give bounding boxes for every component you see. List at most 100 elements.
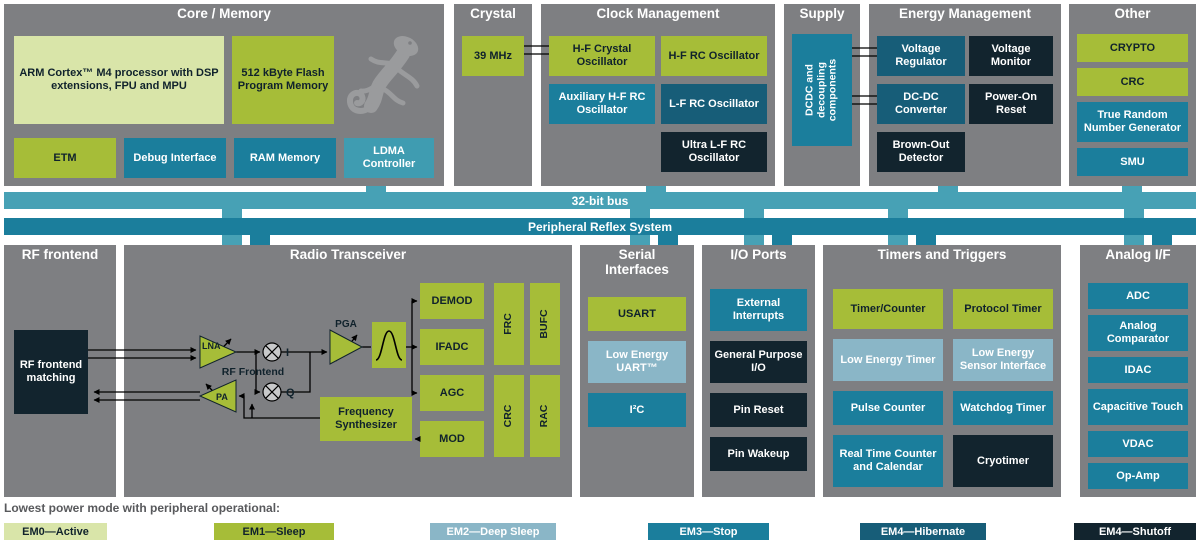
bus-connector (938, 186, 958, 192)
panel-title-analog-if: Analog I/F (1105, 247, 1171, 262)
panel-radio-transceiver: Radio Transceiver DEMOD IFADC AGC MOD FR… (124, 245, 572, 497)
block-capacitive-touch: Capacitive Touch (1088, 389, 1188, 425)
block-lf-rc-oscillator: L-F RC Oscillator (661, 84, 767, 124)
bus-connector (1124, 235, 1144, 245)
panel-title-core-memory: Core / Memory (177, 6, 271, 21)
block-voltage-regulator: Voltage Regulator (877, 36, 965, 76)
panel-title-timers-triggers: Timers and Triggers (877, 247, 1007, 262)
prs-connector (658, 235, 678, 245)
block-rf-frontend-matching: RF frontend matching (14, 330, 88, 414)
block-dcdc-decoupling-label: DCDC and decoupling components (803, 58, 839, 122)
panel-io-ports: I/O Ports External Interrupts General Pu… (702, 245, 815, 497)
block-ifadc: IFADC (420, 329, 484, 365)
bus-connector (744, 209, 764, 218)
prs-connector (772, 235, 792, 245)
panel-energy-management: Energy Management Voltage Regulator Volt… (869, 4, 1061, 186)
panel-core-memory: Core / Memory ARM Cortex™ M4 processor w… (4, 4, 444, 186)
block-hf-crystal-oscillator: H-F Crystal Oscillator (549, 36, 655, 76)
block-pin-wakeup: Pin Wakeup (710, 437, 807, 471)
block-smu: SMU (1077, 148, 1188, 176)
block-radio-crc: CRC (494, 375, 524, 457)
block-auxiliary-hf-rc-oscillator: Auxiliary H-F RC Oscillator (549, 84, 655, 124)
panel-title-clock-management: Clock Management (596, 6, 720, 21)
block-voltage-monitor: Voltage Monitor (969, 36, 1053, 76)
block-frequency-synthesizer: Frequency Synthesizer (320, 397, 412, 441)
panel-title-crystal: Crystal (470, 6, 516, 21)
block-pin-reset: Pin Reset (710, 393, 807, 427)
bus-connector (888, 235, 908, 245)
block-external-interrupts: External Interrupts (710, 289, 807, 331)
prs-connector (250, 235, 270, 245)
legend-em1-sleep: EM1—Sleep (214, 523, 334, 540)
panel-title-supply: Supply (799, 6, 845, 21)
block-pulse-counter: Pulse Counter (833, 391, 943, 425)
block-mod: MOD (420, 421, 484, 457)
bus-32bit-label: 32-bit bus (571, 193, 629, 208)
block-power-on-reset: Power-On Reset (969, 84, 1053, 124)
block-radio-crc-label: CRC (502, 404, 515, 428)
bus-connector (888, 209, 908, 218)
bus-connector (630, 235, 650, 245)
block-watchdog-timer: Watchdog Timer (953, 391, 1053, 425)
panel-other: Other CRYPTO CRC True Random Number Gene… (1069, 4, 1196, 186)
panel-crystal: Crystal 39 MHz (454, 4, 532, 186)
block-cryotimer: Cryotimer (953, 435, 1053, 487)
block-frc: FRC (494, 283, 524, 365)
panel-title-rf-frontend: RF frontend (21, 247, 99, 262)
block-low-energy-sensor-interface: Low Energy Sensor Interface (953, 339, 1053, 381)
legend-caption: Lowest power mode with peripheral operat… (4, 501, 281, 515)
block-usart: USART (588, 297, 686, 331)
legend-em4-hibernate: EM4—Hibernate (860, 523, 986, 540)
block-demod: DEMOD (420, 283, 484, 319)
block-low-energy-timer: Low Energy Timer (833, 339, 943, 381)
block-ultra-lf-rc-oscillator: Ultra L-F RC Oscillator (661, 132, 767, 172)
legend-em3-stop: EM3—Stop (648, 523, 769, 540)
bus-connector (646, 186, 666, 192)
bus-connector (222, 235, 242, 245)
bus-prs-label: Peripheral Reflex System (527, 219, 673, 234)
block-vdac: VDAC (1088, 431, 1188, 457)
bus-connector (366, 186, 386, 192)
block-frc-label: FRC (502, 313, 515, 335)
block-ram-memory: RAM Memory (234, 138, 336, 178)
prs-connector (916, 235, 936, 245)
block-arm-cortex-m4: ARM Cortex™ M4 processor with DSP extens… (14, 36, 224, 124)
legend-em0-active: EM0—Active (4, 523, 107, 540)
block-bufc-label: BUFC (538, 309, 551, 339)
block-dcdc-converter: DC-DC Converter (877, 84, 965, 124)
block-i2c: I²C (588, 393, 686, 427)
panel-rf-frontend: RF frontend RF frontend matching (4, 245, 116, 497)
block-rac: RAC (530, 375, 560, 457)
panel-analog-if: Analog I/F ADC Analog Comparator IDAC Ca… (1080, 245, 1196, 497)
block-true-random-number-generator: True Random Number Generator (1077, 102, 1188, 142)
panel-title-serial-interfaces: Serial Interfaces (605, 247, 669, 277)
block-low-energy-uart: Low Energy UART™ (588, 341, 686, 383)
panel-clock-management: Clock Management H-F Crystal Oscillator … (541, 4, 775, 186)
block-crypto: CRYPTO (1077, 34, 1188, 62)
block-analog-comparator: Analog Comparator (1088, 315, 1188, 351)
block-brown-out-detector: Brown-Out Detector (877, 132, 965, 172)
block-hf-rc-oscillator: H-F RC Oscillator (661, 36, 767, 76)
legend-em2-deep-sleep: EM2—Deep Sleep (430, 523, 556, 540)
legend-em4-shutoff: EM4—Shutoff (1074, 523, 1196, 540)
block-39mhz-crystal: 39 MHz (462, 36, 524, 76)
panel-title-radio-transceiver: Radio Transceiver (289, 247, 407, 262)
bus-connector (222, 209, 242, 218)
block-debug-interface: Debug Interface (124, 138, 226, 178)
panel-title-other: Other (1114, 6, 1151, 21)
bus-connector (744, 235, 764, 245)
panel-title-io-ports: I/O Ports (730, 247, 787, 262)
block-real-time-counter-calendar: Real Time Counter and Calendar (833, 435, 943, 487)
block-agc: AGC (420, 375, 484, 411)
block-bufc: BUFC (530, 283, 560, 365)
panel-serial-interfaces: Serial Interfaces USART Low Energy UART™… (580, 245, 694, 497)
block-general-purpose-io: General Purpose I/O (710, 341, 807, 383)
block-protocol-timer: Protocol Timer (953, 289, 1053, 329)
block-ldma-controller: LDMA Controller (344, 138, 434, 178)
bus-connector (1122, 186, 1142, 192)
panel-supply: Supply DCDC and decoupling components (784, 4, 860, 186)
block-op-amp: Op-Amp (1088, 463, 1188, 489)
panel-title-energy-management: Energy Management (898, 6, 1032, 21)
bus-connector (1124, 209, 1144, 218)
